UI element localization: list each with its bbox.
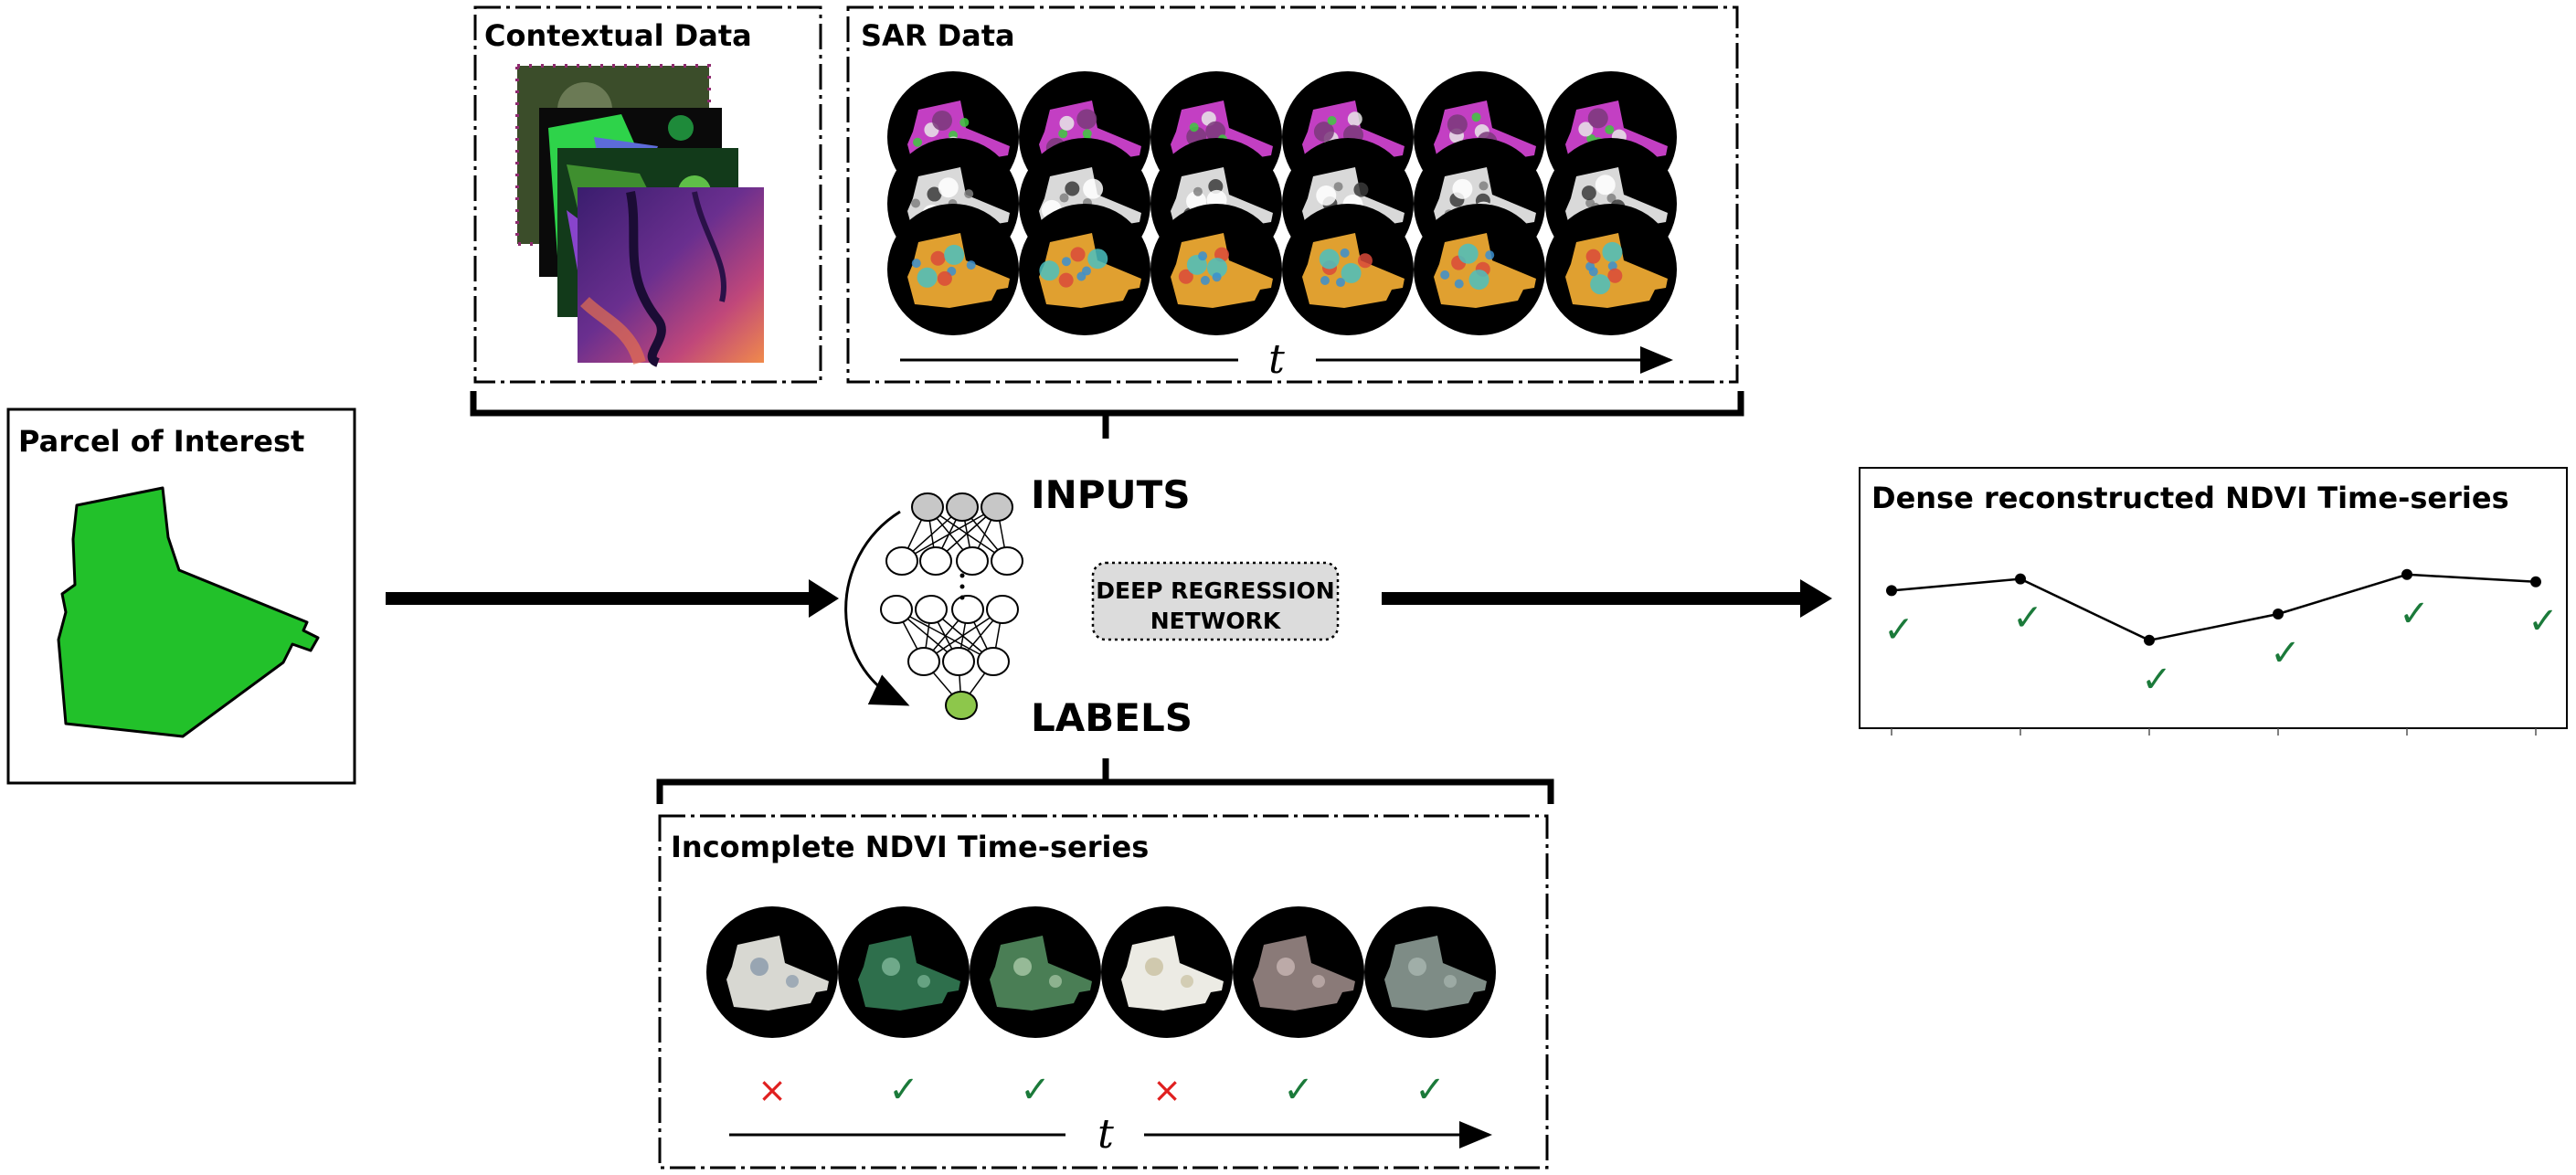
incomplete-title: Incomplete NDVI Time-series bbox=[671, 830, 1149, 864]
feedback-curve-arrow bbox=[844, 510, 910, 706]
dense-check-mark: ✓ bbox=[2141, 659, 2172, 701]
ndvi-time-label: t bbox=[1097, 1111, 1114, 1158]
network-node bbox=[911, 492, 944, 522]
parcel-title: Parcel of Interest bbox=[18, 424, 304, 459]
dense-point bbox=[2273, 609, 2284, 619]
arrow-parcel-to-network bbox=[386, 579, 839, 618]
dense-check-mark: ✓ bbox=[2528, 600, 2559, 642]
dense-point bbox=[2015, 573, 2026, 585]
dense-check-mark: ✓ bbox=[1883, 609, 1914, 651]
top-brace bbox=[470, 391, 1744, 439]
network-node bbox=[946, 492, 979, 522]
sar-image-grid bbox=[887, 71, 1677, 335]
contextual-data-panel: Contextual Data bbox=[473, 5, 822, 384]
network-node bbox=[885, 546, 918, 576]
valid-mark: ✓ bbox=[1415, 1069, 1446, 1111]
dense-title: Dense reconstructed NDVI Time-series bbox=[1871, 481, 2509, 515]
parcel-shape bbox=[57, 486, 320, 738]
box-line2: NETWORK bbox=[1150, 608, 1282, 634]
contextual-title: Contextual Data bbox=[484, 18, 752, 53]
ndvi-image bbox=[1364, 906, 1496, 1038]
network-node bbox=[951, 595, 984, 624]
ndvi-image bbox=[970, 906, 1101, 1038]
inputs-label: INPUTS bbox=[1031, 472, 1191, 517]
arrow-network-to-dense bbox=[1382, 579, 1832, 618]
valid-mark: ✓ bbox=[1020, 1069, 1051, 1111]
ndvi-image bbox=[1101, 906, 1233, 1038]
raster-layer-dem bbox=[578, 187, 764, 367]
dense-point bbox=[2144, 634, 2155, 646]
network-node bbox=[919, 546, 952, 576]
network-node bbox=[880, 595, 913, 624]
dense-chart: ✓ ✓ ✓ ✓ ✓ ✓ bbox=[1883, 568, 2559, 736]
valid-mark: ✓ bbox=[888, 1069, 919, 1111]
bottom-brace bbox=[656, 758, 1554, 804]
incomplete-ndvi-panel: Incomplete NDVI Time-series × ✓ ✓ × ✓ ✓ t bbox=[658, 814, 1549, 1170]
dense-check-mark: ✓ bbox=[2399, 593, 2430, 635]
dense-ndvi-panel: Dense reconstructed NDVI Time-series ✓✓✓… bbox=[1859, 467, 2568, 736]
network-node bbox=[945, 691, 978, 720]
network-node bbox=[942, 647, 975, 676]
sar-time-label: t bbox=[1268, 336, 1285, 383]
network-node bbox=[907, 647, 940, 676]
sar-frame bbox=[846, 5, 1739, 384]
ndvi-image bbox=[838, 906, 970, 1038]
dense-point bbox=[2530, 576, 2541, 588]
sar-image bbox=[887, 204, 1019, 335]
parcel-panel: Parcel of Interest bbox=[6, 408, 356, 785]
dense-series-line bbox=[1891, 573, 2537, 642]
network-node bbox=[981, 492, 1013, 522]
network-node bbox=[991, 546, 1023, 576]
incomplete-frame bbox=[658, 814, 1549, 1170]
deep-regression-box bbox=[1091, 561, 1340, 641]
network-node bbox=[915, 595, 948, 624]
network-node bbox=[977, 647, 1010, 676]
missing-mark: × bbox=[1152, 1070, 1182, 1110]
dense-point bbox=[2401, 568, 2412, 580]
sar-image bbox=[1414, 204, 1545, 335]
ndvi-image bbox=[1233, 906, 1364, 1038]
network-node bbox=[986, 595, 1019, 624]
contextual-frame bbox=[473, 5, 822, 384]
ndvi-image-row bbox=[706, 906, 1496, 1038]
network-graph bbox=[880, 492, 1023, 720]
missing-mark: × bbox=[758, 1070, 787, 1110]
dense-point bbox=[1886, 585, 1897, 597]
network-node bbox=[956, 546, 989, 576]
dense-check-mark: ✓ bbox=[2270, 632, 2301, 674]
sar-image bbox=[1019, 204, 1150, 335]
ndvi-image bbox=[706, 906, 838, 1038]
valid-mark: ✓ bbox=[1283, 1069, 1314, 1111]
dense-check-mark: ✓ bbox=[2012, 598, 2043, 640]
sar-image bbox=[1282, 204, 1414, 335]
box-line1: DEEP REGRESSION bbox=[1096, 577, 1334, 604]
sar-title: SAR Data bbox=[861, 18, 1015, 53]
labels-label: LABELS bbox=[1031, 695, 1193, 740]
sar-data-panel: SAR Data t bbox=[846, 5, 1739, 384]
neural-network: INPUTS LABELS DEEP REGRESSION NETWORK bbox=[844, 472, 1340, 740]
sar-image bbox=[1545, 204, 1677, 335]
sar-image bbox=[1150, 204, 1282, 335]
dense-frame bbox=[1859, 467, 2568, 729]
ndvi-status-marks: × ✓ ✓ × ✓ ✓ bbox=[758, 1069, 1446, 1111]
